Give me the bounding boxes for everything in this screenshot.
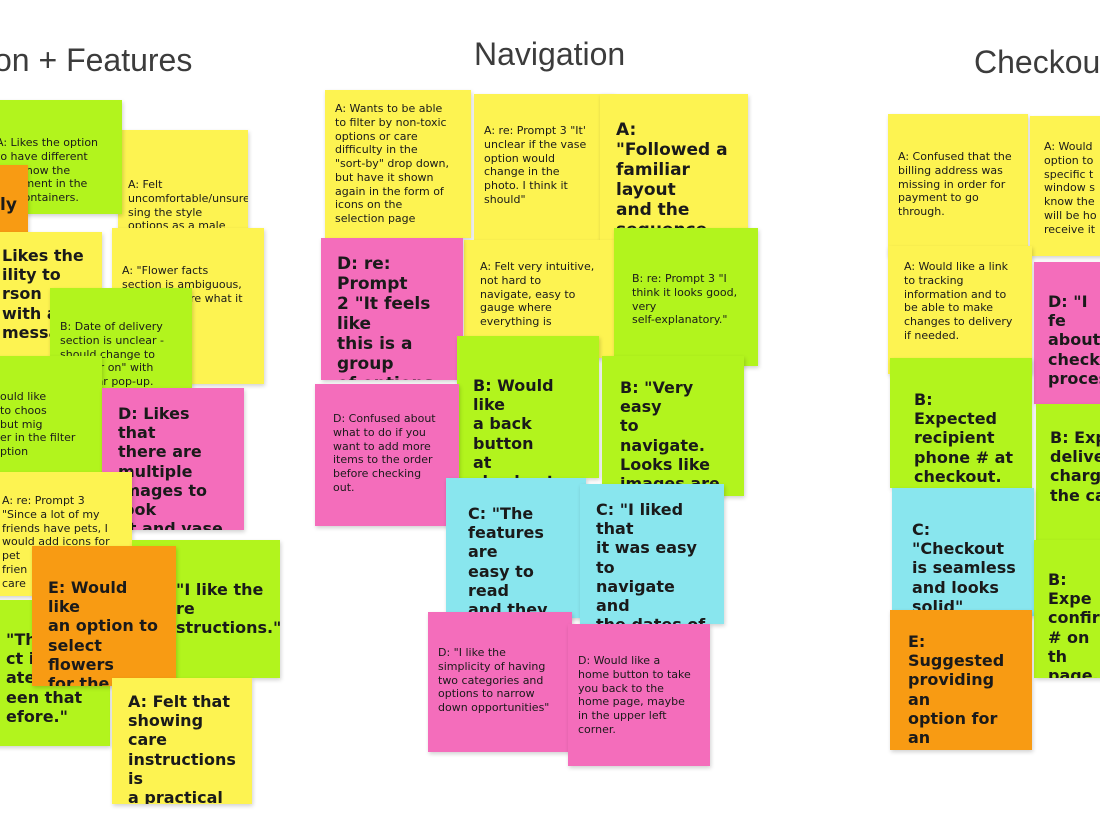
sticky-note[interactable]: B: re: Prompt 3 "I think it looks good, … bbox=[614, 228, 758, 366]
sticky-note[interactable]: E: Would like an option to select flower… bbox=[32, 546, 176, 686]
sticky-note[interactable]: A: Would option to specific t window s k… bbox=[1030, 116, 1100, 256]
sticky-note[interactable]: D: Confused about what to do if you want… bbox=[315, 384, 459, 526]
sticky-note[interactable]: ould like to choos but mig er in the fil… bbox=[0, 356, 102, 480]
sticky-note[interactable]: B: Expected recipient phone # at checkou… bbox=[890, 358, 1032, 488]
sticky-note[interactable]: A: "Followed a familiar layout and the s… bbox=[600, 94, 748, 240]
sticky-note[interactable]: B: Exp deliver charge the ca bbox=[1036, 404, 1100, 544]
sticky-note[interactable]: B: "Very easy to navigate. Looks like im… bbox=[602, 356, 744, 496]
sticky-note[interactable]: D: "I fe about checko proces bbox=[1034, 262, 1100, 404]
sticky-note[interactable]: C: "I liked that it was easy to navigate… bbox=[580, 484, 724, 624]
sticky-note[interactable]: A: re: Prompt 3 "It' unclear if the vase… bbox=[474, 94, 614, 240]
sticky-note[interactable]: D: re: Prompt 2 "It feels like this is a… bbox=[321, 238, 463, 380]
sticky-note[interactable]: C: "Checkout is seamless and looks solid… bbox=[892, 488, 1034, 616]
sticky-note[interactable]: A: Would like a link to tracking informa… bbox=[888, 246, 1032, 374]
sticky-note[interactable]: D: Would like a home button to take you … bbox=[568, 624, 710, 766]
sticky-note[interactable]: A: Wants to be able to filter by non-tox… bbox=[325, 90, 471, 238]
sticky-note[interactable]: A: Felt uncomfortable/unsure sing the st… bbox=[118, 130, 248, 238]
sticky-note[interactable]: D: "I like the simplicity of having two … bbox=[428, 612, 572, 752]
sticky-note[interactable]: E: Suggested providing an option for an … bbox=[890, 610, 1032, 750]
sticky-note[interactable]: B: Would like a back button at checkout. bbox=[457, 336, 599, 478]
sticky-note[interactable]: A: Felt that showing care instructions i… bbox=[112, 678, 252, 804]
sticky-note[interactable]: B: Expe confirm # on th page. bbox=[1034, 540, 1100, 678]
sticky-note[interactable]: A: Confused that the billing address was… bbox=[888, 114, 1028, 256]
section-title-navigation: Navigation bbox=[474, 36, 626, 72]
sticky-note[interactable]: C: "The features are easy to read and th… bbox=[446, 478, 586, 618]
section-title-checkout: Checkou bbox=[974, 44, 1100, 80]
section-title-features: on + Features bbox=[0, 42, 193, 78]
